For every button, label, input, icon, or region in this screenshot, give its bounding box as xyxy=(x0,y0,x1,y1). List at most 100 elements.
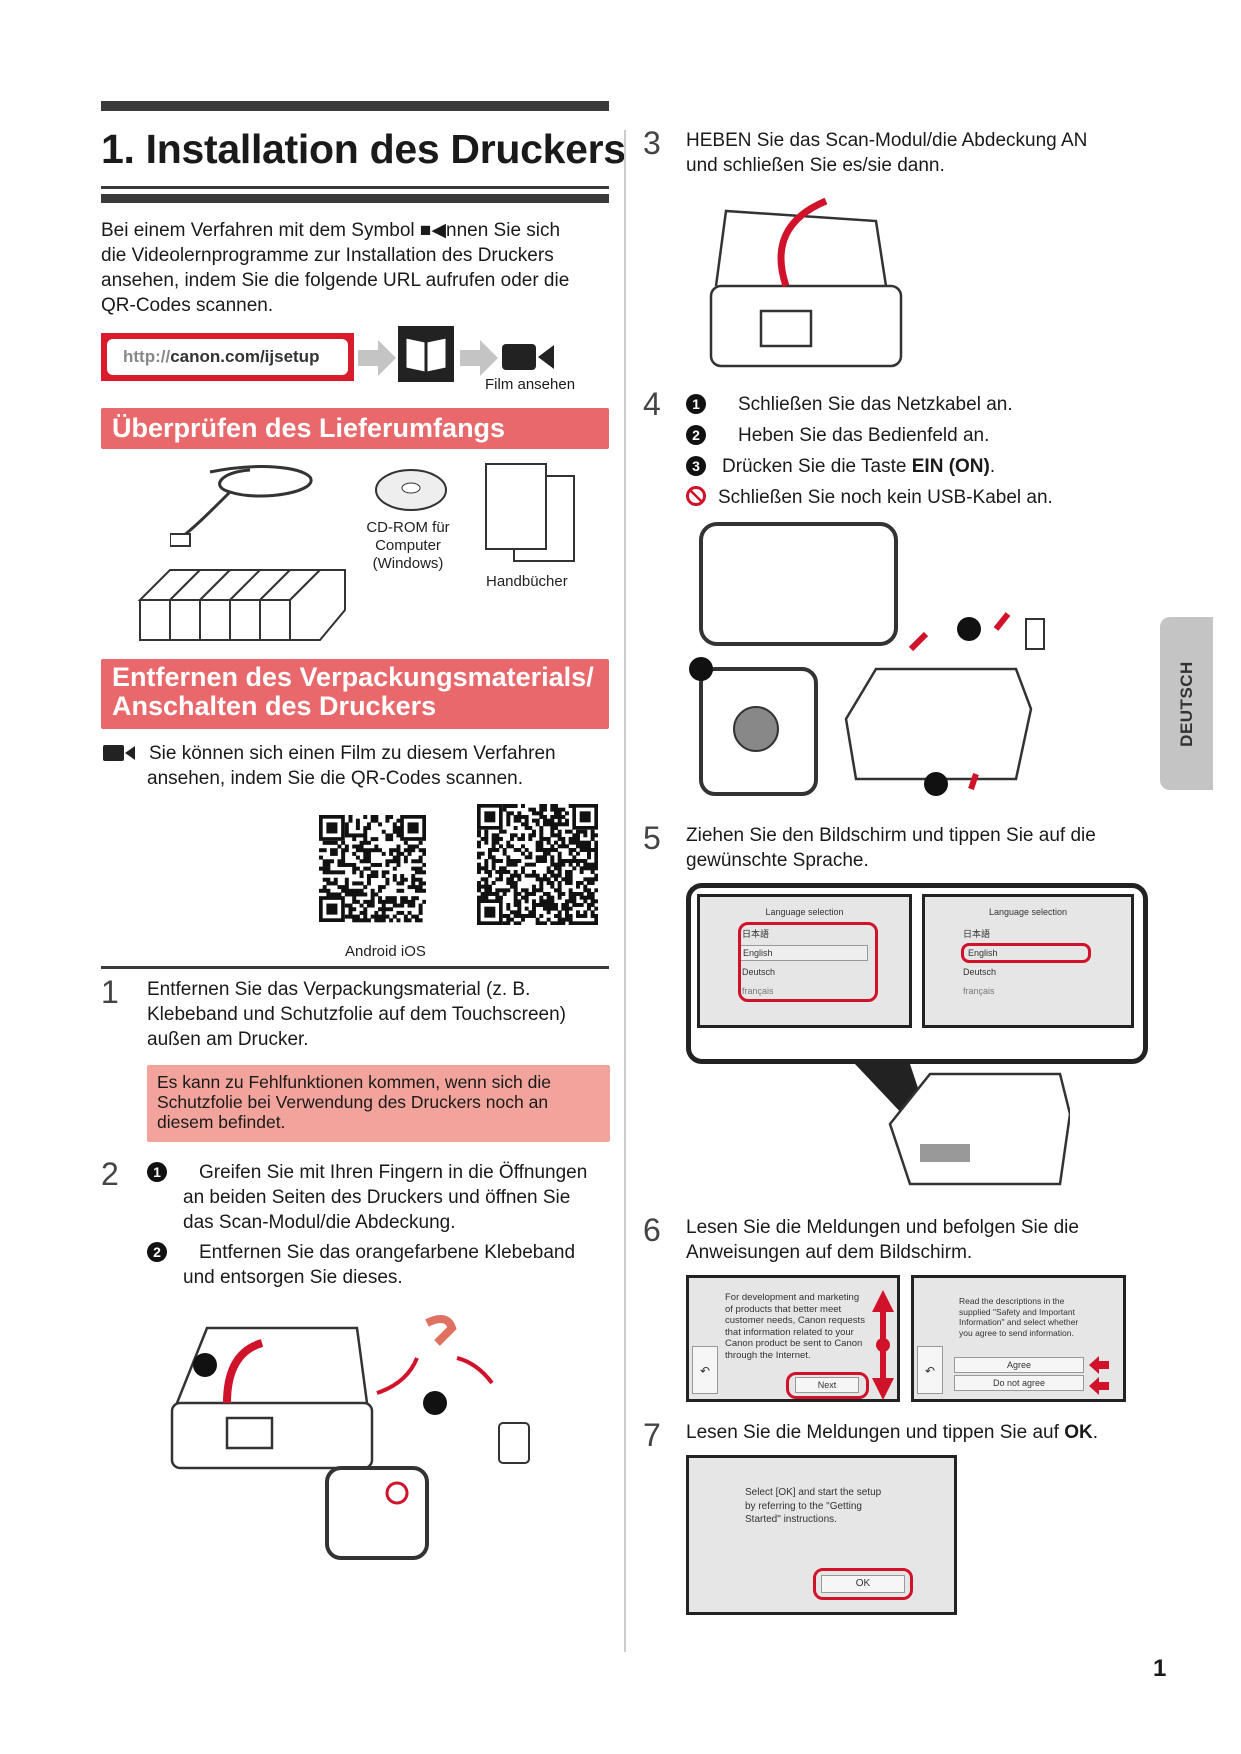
highlight-ring xyxy=(738,922,878,1002)
column-divider xyxy=(624,130,626,1652)
prohibited-icon xyxy=(686,486,706,506)
section-header-contents: Überprüfen des Lieferumfangs xyxy=(101,408,609,449)
language-option[interactable]: 日本語 xyxy=(963,929,991,939)
section-header-unpack: Entfernen des Verpackungsmaterials/ Ansc… xyxy=(101,659,609,729)
language-side-tab: DEUTSCH xyxy=(1160,617,1213,790)
info-line: through the Internet. xyxy=(725,1349,811,1361)
top-rule xyxy=(101,101,609,111)
qr-code-ios[interactable] xyxy=(477,804,598,925)
next-button[interactable]: Next xyxy=(795,1377,859,1393)
setup-line: by referring to the "Getting xyxy=(745,1500,862,1512)
manuals-label: Handbücher xyxy=(486,573,568,590)
warning-line: Schutzfolie bei Verwendung des Druckers … xyxy=(157,1092,549,1112)
step-line: Entfernen Sie das Verpackungsmaterial (z… xyxy=(147,979,531,1000)
consent-line: Information" and select whether xyxy=(959,1317,1079,1327)
step-line: außen am Drucker. xyxy=(147,1029,309,1050)
printer-screen-illustration xyxy=(855,1064,1070,1186)
bullet-number: 1 xyxy=(147,1162,167,1182)
info-line: of products that better meet xyxy=(725,1303,842,1315)
cd-label-line: Computer xyxy=(375,537,441,554)
back-button[interactable]: ↶ xyxy=(917,1346,943,1394)
step-number: 6 xyxy=(643,1212,661,1248)
step-line: Heben Sie das Bedienfeld an. xyxy=(738,425,990,446)
consent-line: you agree to send information. xyxy=(959,1327,1074,1338)
step-line: Anweisungen auf dem Bildschirm. xyxy=(686,1242,973,1263)
arrow-right-icon xyxy=(358,340,396,376)
language-option[interactable]: français xyxy=(742,986,774,996)
language-screen-select: Language selection 日本語 English Deutsch f… xyxy=(922,894,1134,1028)
film-label: Film ansehen xyxy=(485,376,576,393)
qr-labels: Android iOS xyxy=(345,943,426,960)
step-line: Schließen Sie das Netzkabel an. xyxy=(738,394,1013,415)
info-line: For development and marketing xyxy=(725,1292,860,1303)
info-line: customer needs, Canon requests xyxy=(725,1315,865,1326)
consent-text: Read the descriptions in the supplied "S… xyxy=(959,1296,1078,1338)
back-button[interactable]: ↶ xyxy=(692,1346,718,1394)
info-line: Canon product be sent to Canon xyxy=(725,1338,863,1349)
step-line: Schließen Sie noch kein USB-Kabel an. xyxy=(718,487,1053,508)
intro-text: Bei einem Verfahren mit dem Symbol ■◀nne… xyxy=(101,218,621,318)
step-line: HEBEN Sie das Scan-Modul/die Abdeckung A… xyxy=(686,130,1088,151)
printer-lift-illustration xyxy=(709,197,903,368)
video-note: Sie können sich einen Film zu diesem Ver… xyxy=(147,741,556,791)
bullet-number: 2 xyxy=(686,425,706,445)
warning-box: Es kann zu Fehlfunktionen kommen, wenn s… xyxy=(147,1065,610,1142)
language-option[interactable]: Deutsch xyxy=(742,967,776,977)
step-line: Drücken Sie die Taste xyxy=(722,456,912,477)
step-7-text: Lesen Sie die Meldungen und tippen Sie a… xyxy=(686,1420,1098,1445)
qr-code-android[interactable] xyxy=(319,815,426,925)
step-line: gewünschte Sprache. xyxy=(686,850,869,871)
consent-line: supplied "Safety and Important xyxy=(959,1306,1075,1317)
period: . xyxy=(1092,1422,1098,1443)
bullet-number: 3 xyxy=(686,456,706,476)
side-tab-label: DEUTSCH xyxy=(1176,660,1196,747)
step-number: 1 xyxy=(101,974,119,1010)
book-icon xyxy=(398,326,454,382)
language-option[interactable]: Deutsch xyxy=(963,967,997,977)
video-note-line: Sie können sich einen Film zu diesem Ver… xyxy=(149,743,556,764)
agree-button[interactable]: Agree xyxy=(954,1357,1084,1373)
setup-text: Select [OK] and start the setup by refer… xyxy=(745,1486,881,1527)
url-host: canon.com/ijsetup xyxy=(170,347,320,366)
language-option-selected[interactable]: English xyxy=(961,943,1091,963)
info-text: For development and marketing of product… xyxy=(725,1292,865,1361)
step-line: Klebeband und Schutzfolie auf dem Touchs… xyxy=(147,1004,566,1025)
step-line: Lesen Sie die Meldungen und tippen Sie a… xyxy=(686,1422,1065,1443)
step-line: Ziehen Sie den Bildschirm und tippen Sie… xyxy=(686,825,1096,846)
cd-rom-label: CD-ROM für Computer (Windows) xyxy=(350,519,466,573)
ok-label: OK xyxy=(1064,1422,1093,1443)
bullet-number: 2 xyxy=(147,1242,167,1262)
warning-line: diesem befindet. xyxy=(157,1112,286,1132)
url-box[interactable]: http://canon.com/ijsetup xyxy=(101,333,354,381)
section-divider xyxy=(101,966,609,969)
intro-line: QR-Codes scannen. xyxy=(101,295,274,316)
do-not-agree-button[interactable]: Do not agree xyxy=(954,1375,1084,1391)
ink-cartridges-illustration xyxy=(137,569,346,641)
step-line: und entsorgen Sie dieses. xyxy=(183,1267,403,1288)
consent-screen: ↶ Read the descriptions in the supplied … xyxy=(911,1275,1126,1402)
step-6-text: Lesen Sie die Meldungen und befolgen Sie… xyxy=(686,1215,1079,1265)
setup-screen: Select [OK] and start the setup by refer… xyxy=(686,1455,957,1615)
title-rule-thin xyxy=(101,186,609,189)
title-rule xyxy=(101,194,609,203)
section-title-line: Entfernen des Verpackungsmaterials/ xyxy=(112,662,594,692)
language-option[interactable]: English xyxy=(740,945,868,961)
language-option[interactable]: français xyxy=(963,986,995,996)
page-number: 1 xyxy=(1153,1655,1167,1682)
cd-label-line: (Windows) xyxy=(372,555,444,572)
step-line: Entfernen Sie das orangefarbene Klebeban… xyxy=(199,1242,576,1263)
ok-button[interactable]: OK xyxy=(821,1575,905,1593)
power-cord-illustration xyxy=(170,465,313,547)
info-screen: ↶ For development and marketing of produ… xyxy=(686,1275,900,1402)
page-title: 1. Installation des Druckers xyxy=(101,126,626,172)
setup-line: Started" instructions. xyxy=(745,1514,837,1525)
url-prefix: http:// xyxy=(123,347,171,366)
manuals-icon xyxy=(485,463,575,562)
printer-open-illustration xyxy=(170,1315,530,1560)
cd-rom-icon xyxy=(375,469,447,511)
language-option[interactable]: 日本語 xyxy=(742,929,770,939)
step-5-text: Ziehen Sie den Bildschirm und tippen Sie… xyxy=(686,823,1096,873)
intro-line: Bei einem Verfahren mit dem Symbol ■◀nne… xyxy=(101,220,561,241)
